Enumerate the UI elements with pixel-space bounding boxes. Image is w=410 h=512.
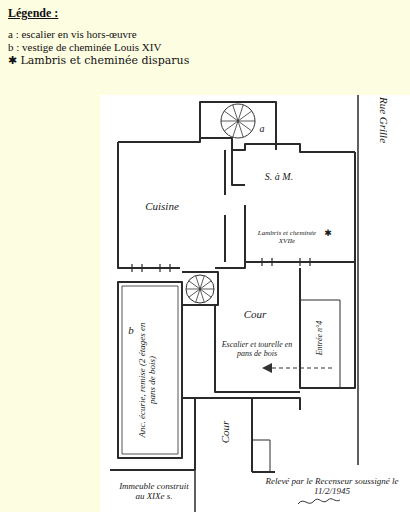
room-label: Cuisine xyxy=(127,200,197,212)
room: S. à M. Lambris et cheminée XVIIe xyxy=(247,154,353,260)
stair-step xyxy=(238,111,252,121)
stair-step xyxy=(233,121,238,137)
stair-step xyxy=(224,111,238,121)
room: Anc. écurie, remise (2 étages en pans de… xyxy=(124,288,176,452)
room-label: Lambris et cheminée XVIIe xyxy=(257,230,317,245)
stair-step xyxy=(224,121,238,131)
signature xyxy=(298,499,340,504)
stair-step xyxy=(189,289,200,297)
stair-step xyxy=(238,105,243,121)
room-label: S. à M. xyxy=(254,171,304,182)
paper-sheet xyxy=(100,95,410,512)
stair-step xyxy=(200,289,204,302)
entrance-arrow xyxy=(262,363,332,373)
stair-step xyxy=(221,121,238,122)
plan-label: ✱ xyxy=(322,229,334,239)
plan-label: Escalier et tourelle en pans de bois xyxy=(218,341,296,359)
legend-title: Légende : xyxy=(8,6,58,21)
stair-step xyxy=(186,289,200,290)
legend-entry: ✱ Lambris et cheminée disparus xyxy=(8,54,189,67)
room-label: Immeuble construit au XIXe s. xyxy=(114,482,194,502)
stair-step xyxy=(233,105,238,121)
stair-step xyxy=(238,121,243,137)
room: Immeuble construit au XIXe s. xyxy=(110,472,194,512)
legend-entry: b : vestige de cheminée Louis XIV xyxy=(8,41,161,53)
legend-entry: a : escalier en vis hors-œuvre xyxy=(8,28,137,40)
stair-steps xyxy=(186,105,255,302)
walls xyxy=(110,95,358,512)
stair-step xyxy=(238,121,255,122)
room-label: Cour xyxy=(219,412,231,452)
stair-step xyxy=(238,121,252,131)
stair-step xyxy=(200,289,214,290)
room-label: Cour xyxy=(235,308,275,320)
room: Cour xyxy=(217,270,299,390)
stair-step xyxy=(196,276,200,289)
spiral-stairs xyxy=(186,104,255,303)
plan-label: Relevé par le Recenseur soussigné le 11/… xyxy=(262,477,402,497)
room-label: Anc. écurie, remise (2 étages en pans de… xyxy=(138,315,158,445)
stair-step xyxy=(200,281,211,289)
room: Cour xyxy=(197,400,251,468)
plan-label: Entrée n°4 xyxy=(316,308,325,368)
plan-label: Rue Grille xyxy=(378,85,390,155)
plan-label: b xyxy=(125,324,137,336)
plan-label: a xyxy=(256,123,268,134)
room: Cuisine xyxy=(120,144,224,266)
